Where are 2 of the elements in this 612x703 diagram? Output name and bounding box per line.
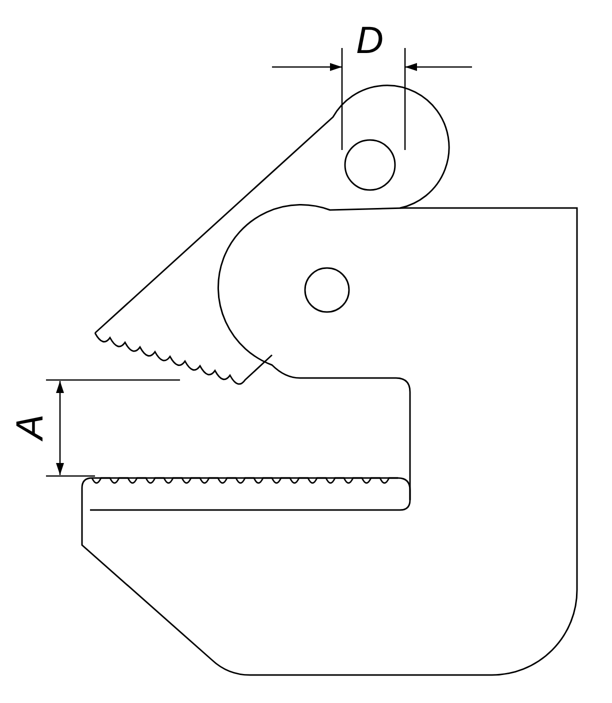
dimension-label: A <box>12 414 50 440</box>
dimension-label: D <box>356 22 384 60</box>
